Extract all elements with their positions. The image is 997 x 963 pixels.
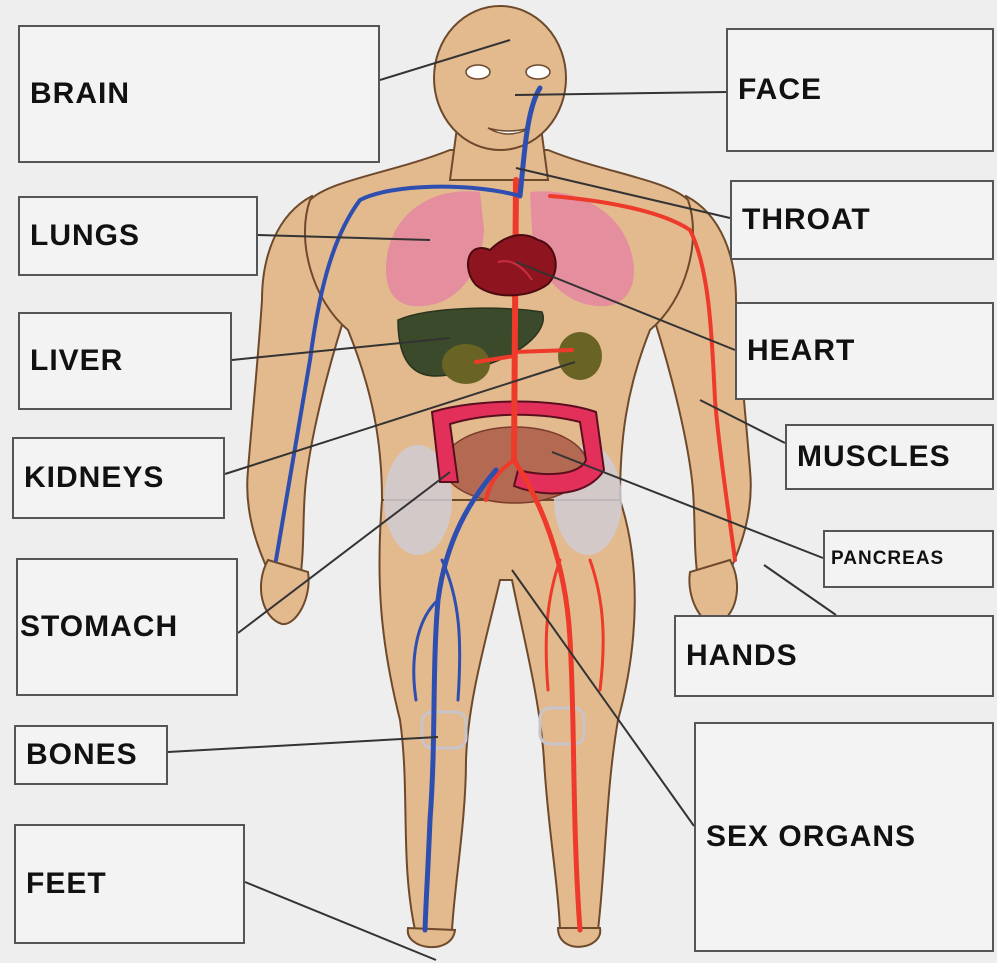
label-muscles[interactable]: MUSCLES [785,424,994,490]
label-face[interactable]: FACE [726,28,994,152]
label-pancreas[interactable]: PANCREAS [823,530,994,588]
label-hands[interactable]: HANDS [674,615,994,697]
label-throat[interactable]: THROAT [730,180,994,260]
label-kidneys[interactable]: KIDNEYS [12,437,225,519]
label-feet[interactable]: FEET [14,824,245,944]
label-liver[interactable]: LIVER [18,312,232,410]
label-lungs[interactable]: LUNGS [18,196,258,276]
label-bones[interactable]: BONES [14,725,168,785]
label-brain[interactable]: BRAIN [18,25,380,163]
label-heart[interactable]: HEART [735,302,994,400]
label-sex-organs[interactable]: SEX ORGANS [694,722,994,952]
label-stomach[interactable]: STOMACH [16,558,238,696]
